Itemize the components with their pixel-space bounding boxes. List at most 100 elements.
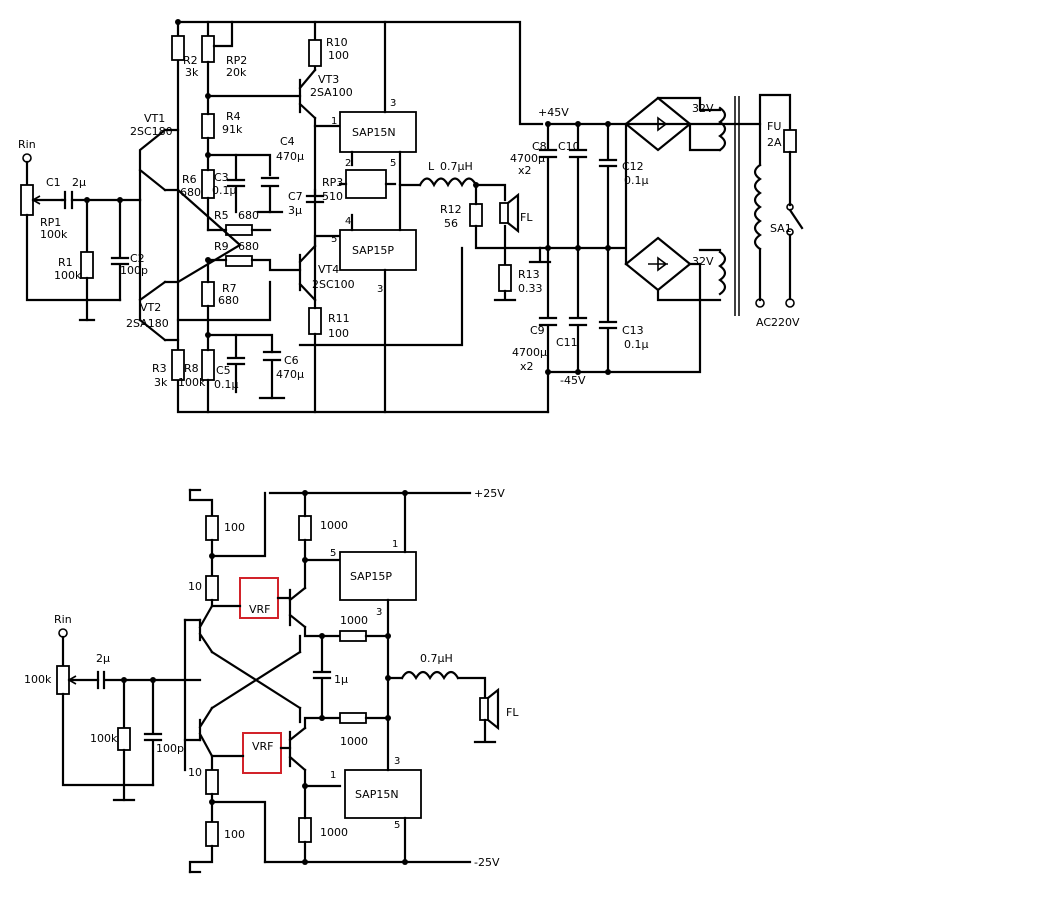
label-fu: FU: [767, 120, 781, 133]
label-l-val-bottom: 0.7μH: [420, 652, 453, 665]
label-r7: R7: [222, 282, 237, 295]
pin-3-top-n: 3: [390, 98, 396, 109]
bottom-schematic: Rin 100k 2μ 100k 100p 100 10 10 100 VRF …: [24, 487, 519, 874]
input-terminal-top: [22, 153, 32, 163]
label-cmid-val: 1μ: [334, 673, 348, 686]
rp2-pot: [201, 35, 215, 63]
pin-3-bottom-n: 3: [394, 756, 400, 767]
label-c12-val: 0.1μ: [624, 174, 649, 187]
label-c3: C3: [214, 171, 229, 184]
label-plus45v: +45V: [538, 106, 569, 119]
label-r3-val: 3k: [154, 376, 168, 389]
speaker-top: [499, 202, 509, 224]
label-vt2-type: 2SA180: [126, 317, 169, 330]
label-r2-val: 3k: [185, 66, 199, 79]
label-vrf-bottom: VRF: [252, 740, 274, 753]
label-c3-val: 0.1μ: [212, 184, 237, 197]
label-l-val: 0.7μH: [440, 160, 473, 173]
label-r1-val: 100k: [54, 269, 82, 282]
label-r9-val: 680: [238, 240, 259, 253]
r1-resistor: [80, 251, 94, 279]
label-vt4: VT4: [318, 263, 339, 276]
label-c5-val: 0.1μ: [214, 378, 239, 391]
label-r6-val: 680: [180, 186, 201, 199]
label-ic-sap15n-top: SAP15N: [352, 126, 396, 139]
fuse: [783, 129, 797, 153]
label-vt3: VT3: [318, 73, 339, 86]
label-fl-bottom: FL: [506, 706, 519, 719]
label-r10: R10: [326, 36, 348, 49]
label-vt4-type: 2SC100: [312, 278, 355, 291]
rp1-pot: [20, 184, 34, 216]
label-c13-val: 0.1μ: [624, 338, 649, 351]
label-winding-top: 32V: [692, 102, 714, 115]
pin-5-bottom-n: 5: [394, 820, 400, 831]
label-r5-val: 680: [238, 209, 259, 222]
label-vt2: VT2: [140, 301, 161, 314]
label-c10: C10: [558, 140, 580, 153]
r13-resistor: [498, 264, 512, 292]
label-r3: R3: [152, 362, 167, 375]
pin-5-top-n: 5: [390, 158, 396, 169]
driver-coll-resistor-bot: [298, 817, 312, 843]
r7-resistor: [201, 281, 215, 307]
pin-4-top: 4: [345, 216, 351, 227]
pin-1-top: 1: [331, 116, 337, 127]
feedback-resistor-top: [339, 630, 367, 642]
r11-resistor: [308, 307, 322, 335]
feedback-resistor-bot: [339, 712, 367, 724]
bridge-rectifier-top: [624, 96, 692, 152]
driver-coll-resistor-top: [298, 515, 312, 541]
label-fu-val: 2A: [767, 136, 782, 149]
label-r13: R13: [518, 268, 540, 281]
label-r12: R12: [440, 203, 462, 216]
label-c8-val: 4700μ: [510, 152, 545, 165]
label-rin-top: Rin: [18, 138, 36, 151]
vrf-top-box: [239, 577, 279, 619]
label-rp1: RP1: [40, 216, 61, 229]
pin-3-bottom-p: 3: [376, 607, 382, 618]
label-r8: R8: [184, 362, 199, 375]
label-c13: C13: [622, 324, 644, 337]
label-r11: R11: [328, 312, 350, 325]
label-r6: R6: [182, 173, 197, 186]
label-rp1-val: 100k: [40, 228, 68, 241]
ic-sap15n-bottom: [344, 769, 422, 819]
input-resistor: [117, 727, 131, 751]
label-c12: C12: [622, 160, 644, 173]
bias-resistor-bot2: [205, 769, 219, 795]
label-rp3-val: 510: [322, 190, 343, 203]
r2-resistor: [171, 35, 185, 61]
label-c1-val: 2μ: [72, 176, 86, 189]
label-l: L: [428, 160, 435, 173]
label-ac220v: AC220V: [756, 316, 800, 329]
label-r8-val: 100k: [178, 376, 206, 389]
speaker-bottom: [479, 697, 489, 721]
mains-terminal-right: [785, 298, 795, 308]
label-vt1: VT1: [144, 112, 165, 125]
r12-resistor: [469, 203, 483, 227]
label-rfb-top-val: 1000: [340, 614, 368, 627]
label-r11-val: 100: [328, 327, 349, 340]
r5-resistor: [225, 224, 253, 236]
label-ic-sap15p-bottom: SAP15P: [350, 570, 392, 583]
pin-2-top: 2: [345, 158, 351, 169]
label-c4: C4: [280, 135, 295, 148]
r9-resistor: [225, 255, 253, 267]
label-rin-bottom: Rin: [54, 613, 72, 626]
ic-sap15p-bottom: [339, 551, 417, 601]
ic-sap15n-top: [339, 111, 417, 153]
vrf-bottom-box: [242, 732, 282, 774]
label-r5: R5: [214, 209, 229, 222]
label-c6-val: 470μ: [276, 368, 304, 381]
label-c7-val: 3μ: [288, 204, 302, 217]
label-c11: C11: [556, 336, 578, 349]
label-fl-top: FL: [520, 211, 533, 224]
label-c5: C5: [216, 364, 231, 377]
label-cshunt-val: 100p: [156, 742, 184, 755]
label-ic-sap15n-bottom: SAP15N: [355, 788, 399, 801]
label-minus45v: -45V: [560, 374, 586, 387]
label-plus25v: +25V: [474, 487, 505, 500]
label-r-bot2-val: 10: [188, 766, 202, 779]
